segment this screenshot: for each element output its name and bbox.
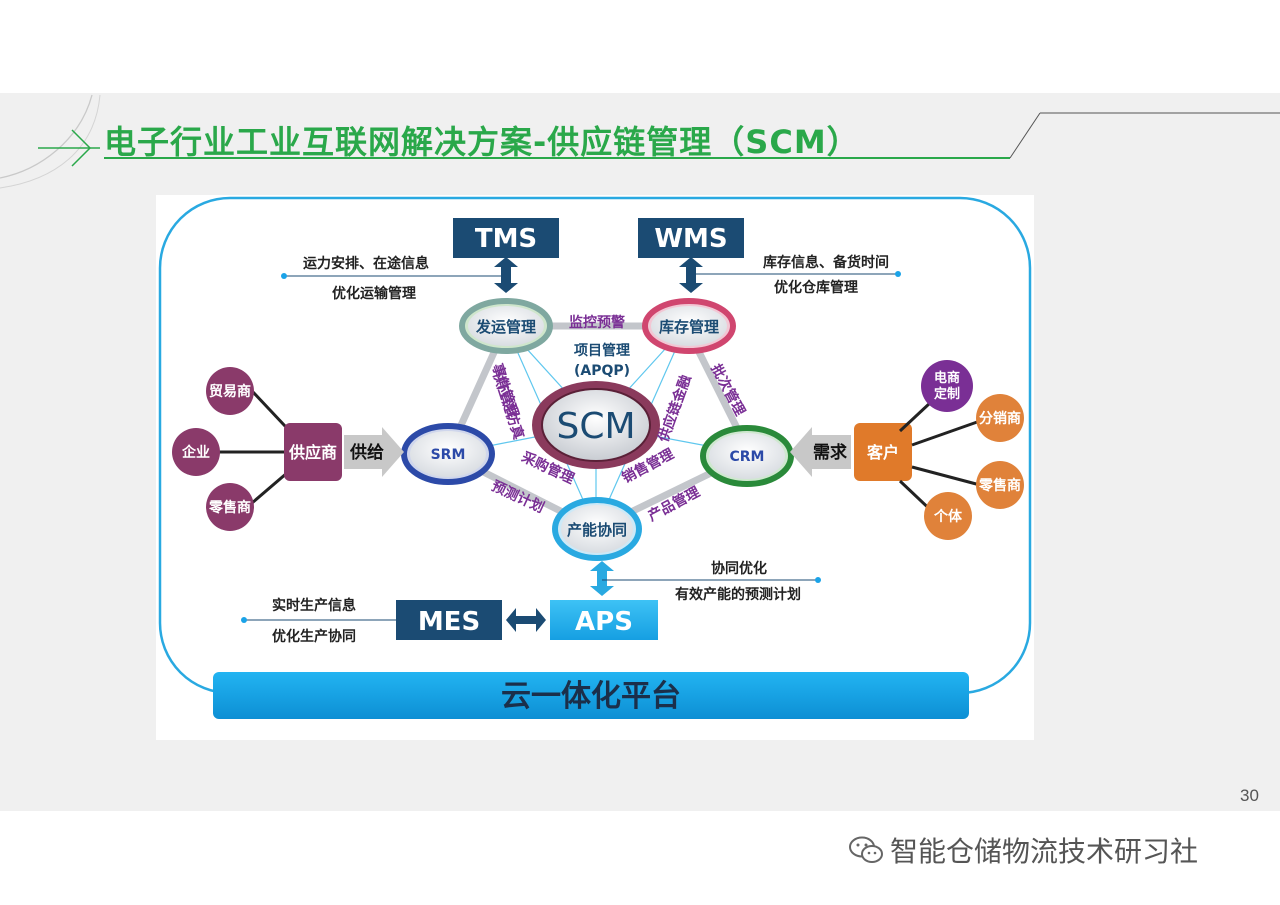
edge-project-sub: (APQP) — [574, 363, 630, 379]
customer-hub-label: 客户 — [867, 443, 899, 462]
customer-item-label-0a: 电商 — [934, 370, 960, 386]
aps-box — [550, 600, 658, 640]
mes-note-dot — [241, 617, 247, 623]
wms-box — [638, 218, 744, 258]
wms-arrow — [679, 257, 703, 293]
wms-note-dot — [895, 271, 901, 277]
scm-diagram: TMS WMS 运力安排、在途信息 优化运输管理 库存信息、备货时间 优化仓库管… — [158, 196, 1032, 719]
node-srm — [410, 431, 486, 477]
aps-note-2: 有效产能的预测计划 — [675, 586, 801, 603]
wms-label: WMS — [654, 224, 727, 254]
edge-simulation: 供应链仿真 — [489, 369, 527, 442]
customer-item-retailer — [976, 461, 1024, 509]
edge-monitor: 监控预警 — [569, 314, 625, 331]
scm-core — [541, 388, 651, 462]
wms-note-1: 库存信息、备货时间 — [763, 254, 889, 271]
tms-note-2: 优化运输管理 — [332, 285, 416, 302]
tms-arrow — [494, 257, 518, 293]
footer-brand: 智能仓储物流技术研习社 — [848, 830, 1198, 870]
customer-item-label-2: 零售商 — [978, 477, 1021, 494]
mes-aps-arrow — [506, 608, 546, 632]
aps-note-1: 协同优化 — [711, 560, 767, 577]
tms-note-dot — [281, 273, 287, 279]
aps-label: APS — [575, 607, 633, 637]
slide-title: 电子行业工业互联网解决方案-供应链管理（SCM） — [104, 123, 860, 161]
supplier-hub-label: 供应商 — [288, 443, 337, 462]
customer-item-label-3: 个体 — [933, 508, 963, 525]
mes-label: MES — [418, 607, 480, 637]
tms-box — [453, 218, 559, 258]
page-number: 30 — [1240, 786, 1259, 805]
supplier-item-label-0: 贸易商 — [209, 383, 251, 400]
aps-note-dot — [815, 577, 821, 583]
customer-item-label-1: 分销商 — [979, 410, 1021, 427]
scm-diagram-panel: TMS WMS 运力安排、在途信息 优化运输管理 库存信息、备货时间 优化仓库管… — [156, 195, 1034, 740]
wms-note-2: 优化仓库管理 — [774, 279, 858, 296]
supply-flow-label: 供给 — [349, 442, 384, 463]
mes-note-1: 实时生产信息 — [272, 597, 356, 614]
mes-box — [396, 600, 502, 640]
customer-item-individual — [924, 492, 972, 540]
customer-links — [898, 401, 981, 519]
mes-note-2: 优化生产协同 — [272, 628, 356, 645]
tms-label: TMS — [475, 224, 537, 254]
supplier-item-trader — [206, 367, 254, 415]
demand-flow-label: 需求 — [813, 442, 847, 463]
supply-flow-arrow — [344, 427, 404, 477]
platform-label: 云一体化平台 — [501, 679, 681, 714]
node-capacity — [561, 505, 633, 553]
supplier-item-retailer — [206, 483, 254, 531]
node-inventory-label: 库存管理 — [659, 318, 719, 336]
customer-item-ecommerce — [921, 360, 973, 412]
customer-hub — [854, 423, 912, 481]
node-crm-label: CRM — [730, 449, 765, 465]
tms-note-1: 运力安排、在途信息 — [303, 255, 429, 272]
wechat-icon — [849, 836, 883, 863]
node-crm — [709, 433, 785, 479]
customer-item-distributor — [976, 394, 1024, 442]
supplier-item-label-1: 企业 — [181, 444, 210, 461]
node-srm-label: SRM — [431, 447, 466, 463]
customer-item-label-0b: 定制 — [933, 386, 960, 402]
brand-name: 智能仓储物流技术研习社 — [890, 835, 1199, 868]
node-capacity-label: 产能协同 — [567, 521, 627, 539]
node-transport — [468, 306, 544, 346]
platform-bar — [213, 672, 969, 719]
aps-arrow — [590, 561, 614, 596]
scm-label: SCM — [556, 406, 635, 447]
node-transport-label: 发运管理 — [475, 318, 536, 336]
supplier-item-label-2: 零售商 — [208, 499, 251, 516]
demand-flow-arrow — [790, 427, 851, 477]
node-inventory — [651, 306, 727, 346]
supplier-item-enterprise — [172, 428, 220, 476]
supplier-hub — [284, 423, 342, 481]
edge-project: 项目管理 — [574, 342, 630, 359]
